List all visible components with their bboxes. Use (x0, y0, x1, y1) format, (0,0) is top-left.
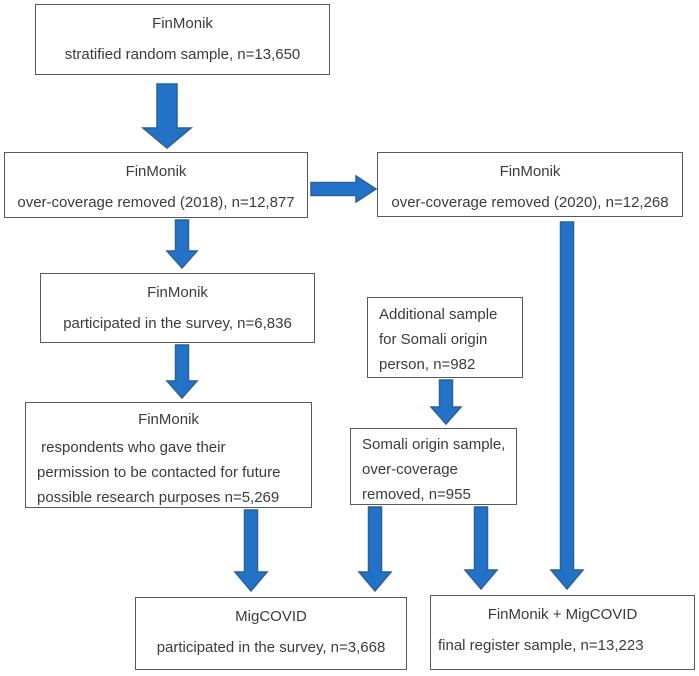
box-body: Additional sample for Somali origin pers… (379, 306, 498, 373)
arrow-down-icon (549, 221, 585, 591)
box-title: FinMonik (138, 411, 199, 428)
box-body: Somali origin sample, over-coverage remo… (362, 436, 506, 503)
box-body: final register sample, n=13,223 (438, 637, 644, 654)
box-title: FinMonik (152, 15, 213, 32)
arrow-down-icon (165, 344, 199, 400)
arrow-down-icon (463, 506, 499, 591)
box-finmonik-stratified-sample: FinMonik stratified random sample, n=13,… (35, 4, 330, 75)
box-finmonik-permission: FinMonik respondents who gave their perm… (25, 402, 312, 508)
box-body: stratified random sample, n=13,650 (64, 46, 301, 63)
arrow-down-icon (140, 83, 194, 149)
box-body: respondents who gave their permission to… (37, 439, 281, 506)
box-title: FinMonik + MigCOVID (487, 606, 638, 623)
arrow-down-icon (357, 506, 393, 593)
box-finmonik-overcoverage-2018: FinMonik over-coverage removed (2018), n… (4, 152, 308, 218)
box-title: FinMonik (147, 284, 208, 301)
box-additional-somali-sample: Additional sample for Somali origin pers… (367, 297, 523, 378)
box-title: MigCOVID (235, 608, 307, 625)
arrow-down-icon (429, 379, 463, 426)
box-somali-overcoverage-removed: Somali origin sample, over-coverage remo… (350, 428, 517, 505)
arrow-down-icon (233, 509, 269, 593)
box-final-register-sample: FinMonik + MigCOVID final register sampl… (430, 595, 695, 670)
box-body: over-coverage removed (2018), n=12,877 (17, 194, 295, 211)
box-finmonik-overcoverage-2020: FinMonik over-coverage removed (2020), n… (377, 152, 683, 217)
arrow-down-icon (165, 219, 199, 270)
box-title: FinMonik (499, 163, 561, 180)
box-body: participated in the survey, n=3,668 (156, 639, 386, 656)
box-title: FinMonik (125, 163, 187, 180)
box-body: participated in the survey, n=6,836 (63, 315, 292, 332)
box-finmonik-participated: FinMonik participated in the survey, n=6… (40, 273, 315, 343)
arrow-right-icon (310, 174, 378, 204)
box-migcovid-participated: MigCOVID participated in the survey, n=3… (135, 597, 407, 670)
box-body: over-coverage removed (2020), n=12,268 (391, 194, 669, 211)
